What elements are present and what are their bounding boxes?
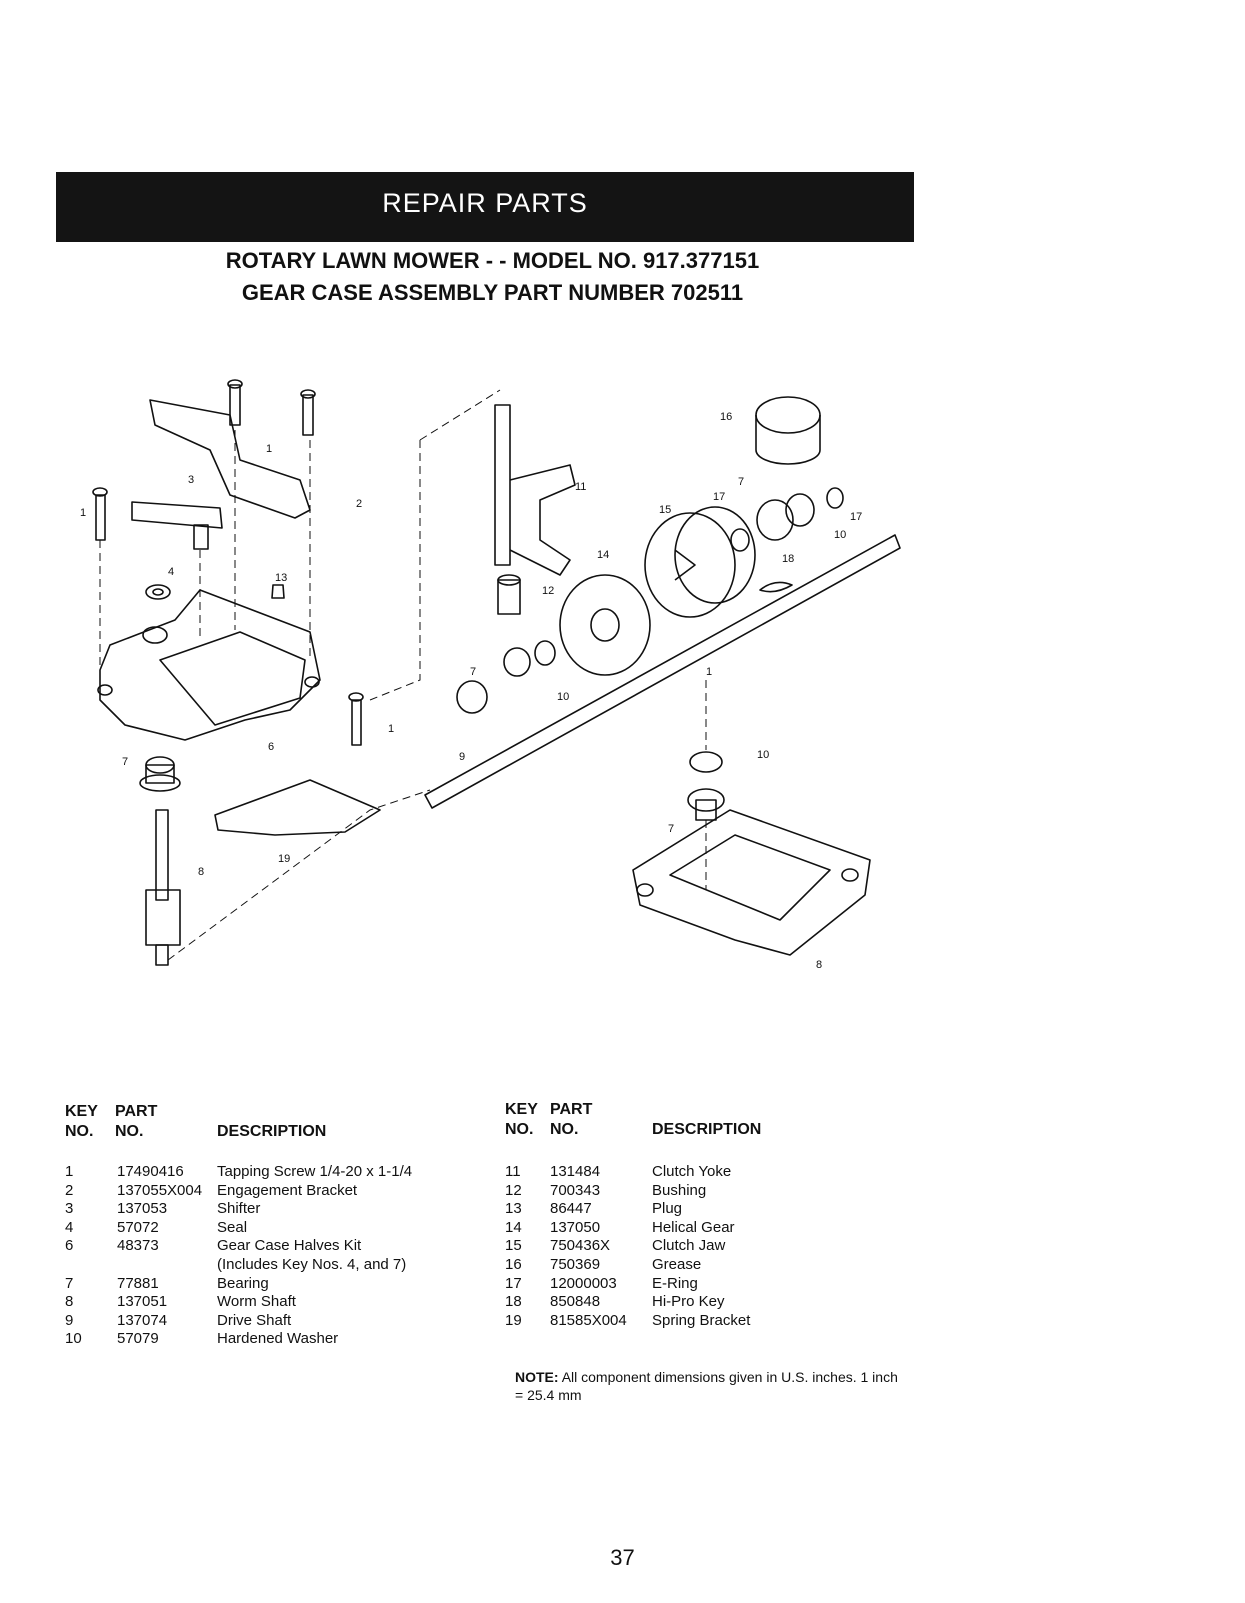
callout: 14 [597,549,609,561]
callout: 9 [459,751,465,763]
e-ring-2 [826,487,844,509]
callout: 4 [168,566,174,578]
e-ring [730,528,750,552]
dimension-note: NOTE: All component dimensions given in … [515,1368,905,1404]
callout: 19 [278,853,290,865]
right-key-header: KEY NO. [505,1101,538,1138]
helical-gear [559,574,651,676]
banner-title: REPAIR PARTS [382,188,588,218]
callout: 7 [668,823,674,835]
drive-shaft [424,534,901,809]
callout: 8 [816,959,822,971]
exploded-parts-diagram: 1 1 1 1 2 3 4 6 7 7 7 7 8 8 9 10 10 10 1… [80,379,901,971]
page-number: 37 [610,1545,635,1570]
callout: 7 [122,756,128,768]
callout: 17 [850,511,862,523]
grease-container [755,396,821,465]
callout: 1 [80,507,86,519]
callout: 1 [266,443,272,455]
callout: 8 [198,866,204,878]
hi-pro-key [759,581,793,593]
callout: 7 [470,666,476,678]
worm-shaft [145,809,181,966]
clutch-yoke [494,404,511,566]
callout: 1 [706,666,712,678]
spring-bracket [214,779,381,836]
callout: 10 [557,691,569,703]
gear-case-lower [632,809,871,956]
left-description-header: DESCRIPTION [217,1123,327,1140]
table-row: (Includes Key Nos. 4, and 7) [217,1255,407,1273]
clutch-jaw [644,506,756,618]
seal [145,584,171,600]
left-part-header: PART NO. [115,1103,158,1140]
callout: 10 [757,749,769,761]
tapping-screw [92,379,364,746]
note-text: All component dimensions given in U.S. i… [515,1369,898,1403]
callout: 15 [659,504,671,516]
callout: 10 [834,529,846,541]
callout: 2 [356,498,362,510]
bearing-right [756,499,794,541]
model-title: ROTARY LAWN MOWER - - MODEL NO. 917.3771… [225,248,760,273]
header-banner: REPAIR PARTS [56,172,914,242]
callout: 11 [575,481,586,493]
gear-case-upper [99,589,321,741]
callout: 1 [388,723,394,735]
left-key-header: KEY NO. [65,1103,98,1140]
callout: 3 [188,474,194,486]
callout: 6 [268,741,274,753]
callout-labels: 1 1 1 1 2 3 4 6 7 7 7 7 8 8 9 10 10 10 1… [80,411,862,971]
right-description-header: DESCRIPTION [652,1121,762,1138]
callout: 7 [738,476,744,488]
shifter [131,501,223,529]
note-label: NOTE: [515,1369,559,1385]
plug [271,584,285,599]
callout: 17 [713,491,725,503]
callout: 12 [542,585,554,597]
callout: 13 [275,572,287,584]
assembly-title: GEAR CASE ASSEMBLY PART NUMBER 702511 [241,280,744,305]
right-part-header: PART NO. [550,1101,593,1138]
callout: 16 [720,411,732,423]
callout: 18 [782,553,794,565]
hardened-washer [503,647,531,677]
bushing [497,579,521,615]
